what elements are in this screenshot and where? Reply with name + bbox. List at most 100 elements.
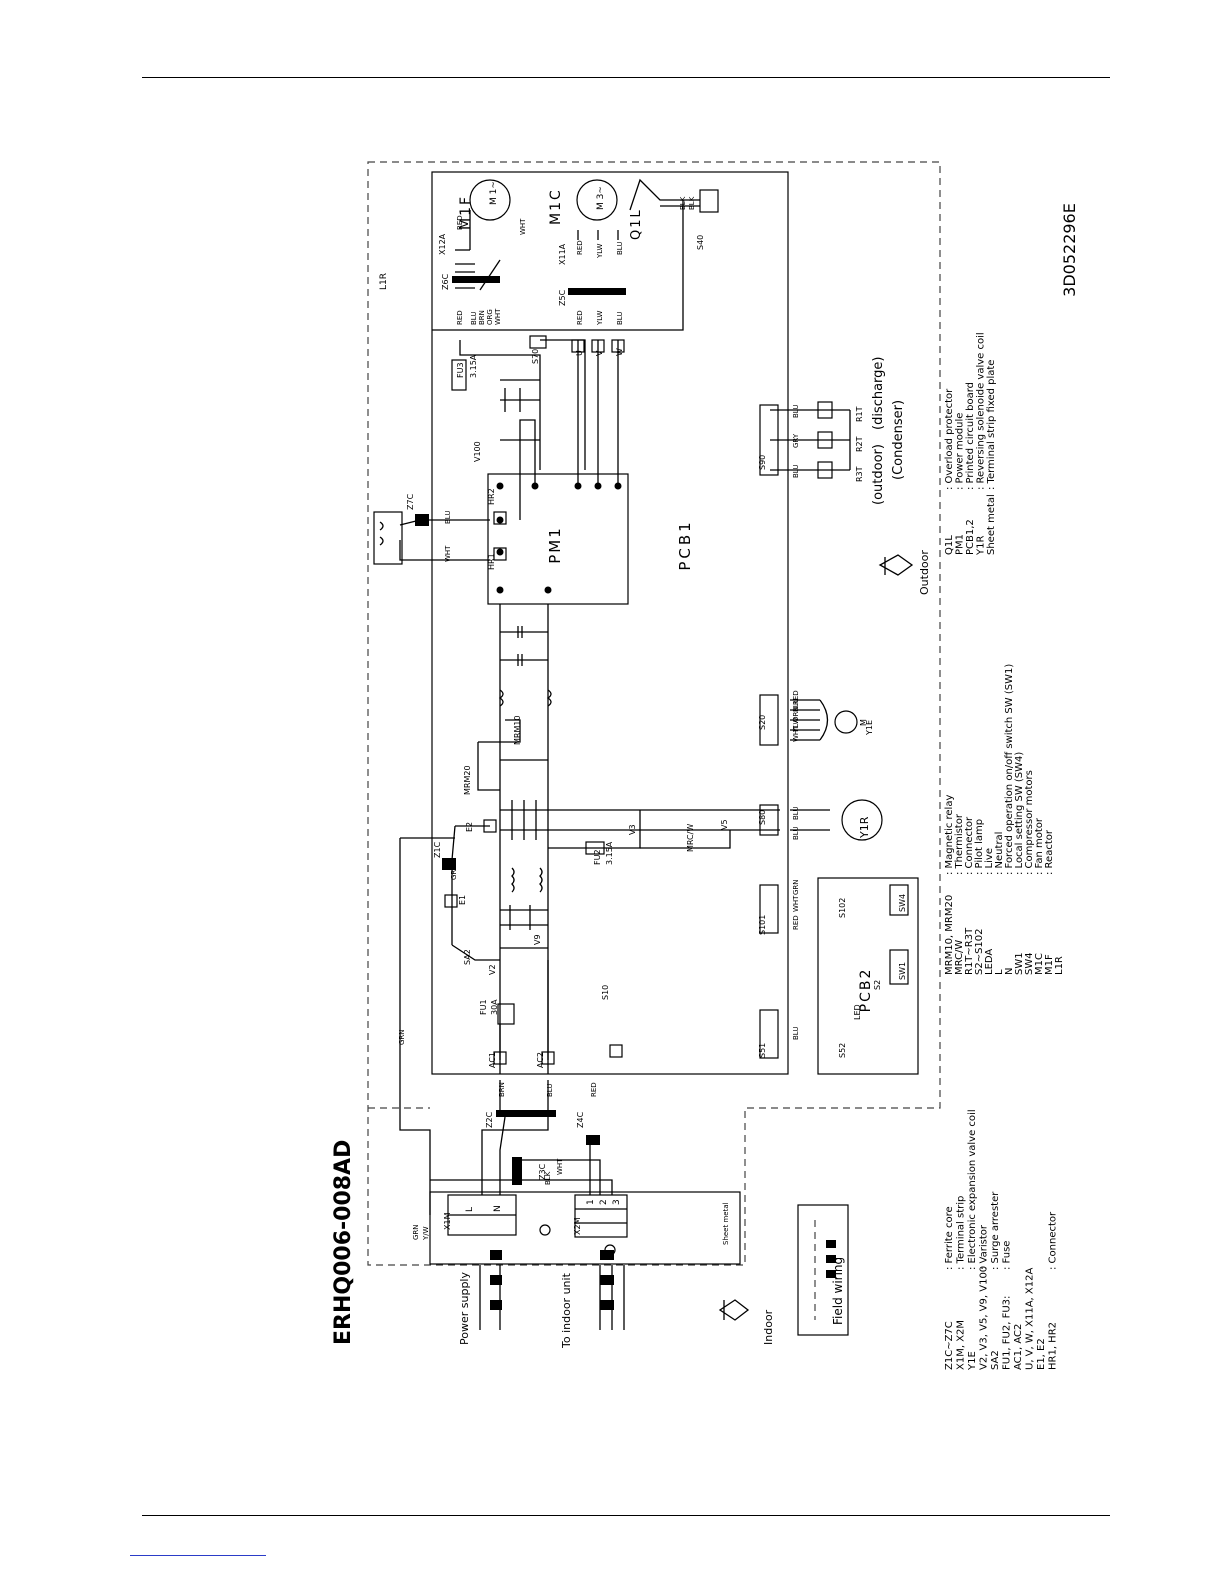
svg-text:SA2: SA2 [463, 949, 472, 965]
legend-code: Z1C~Z7C [944, 1321, 955, 1370]
svg-text:S102: S102 [838, 898, 847, 918]
legend-code: M1C [1034, 953, 1045, 975]
svg-text:AC2: AC2 [536, 1052, 545, 1068]
svg-text:S70: S70 [531, 349, 540, 364]
footer-link-underline[interactable] [130, 1555, 266, 1556]
legend-desc: : Local setting SW (SW4) [1014, 752, 1025, 875]
legend-desc: : Connector [1048, 1211, 1059, 1270]
legend-desc: : Power module [955, 413, 966, 490]
svg-text:SW1: SW1 [898, 962, 907, 980]
legend-code: SA2 [990, 1350, 1001, 1370]
svg-text:X12A: X12A [438, 233, 447, 255]
legend-desc: : Neutral [994, 832, 1005, 875]
svg-text:YLW: YLW [596, 243, 604, 259]
legend-desc: : Connector [964, 816, 975, 875]
legend-code: SW1 [1014, 952, 1025, 975]
svg-text:MRC/W: MRC/W [686, 824, 695, 852]
svg-text:WHT: WHT [792, 725, 800, 742]
svg-text:GRY: GRY [792, 433, 800, 448]
legend-code: U, V, W, X11A, X12A [1025, 1268, 1036, 1370]
svg-text:S2: S2 [873, 980, 882, 990]
svg-text:Z4C: Z4C [576, 1111, 585, 1128]
pcb2-label: PCB2 [858, 968, 874, 1013]
svg-text:To indoor unit: To indoor unit [560, 1272, 573, 1349]
legend-code: Q1L [944, 535, 955, 555]
svg-text:Sheet metal: Sheet metal [722, 1202, 730, 1245]
svg-text:HR1: HR1 [487, 553, 496, 570]
svg-text:(outdoor): (outdoor) [871, 444, 886, 505]
svg-text:Q1L: Q1L [629, 208, 644, 240]
svg-text:ORN: ORN [792, 706, 800, 722]
svg-text:R2T: R2T [855, 436, 864, 452]
svg-text:3: 3 [612, 1199, 622, 1205]
m1f-fan-motor [469, 179, 511, 221]
svg-text:BLU: BLU [792, 807, 800, 820]
legend-desc: : Terminal strip fixed plate [986, 360, 997, 490]
sw4-switch[interactable] [889, 884, 909, 916]
svg-text:S10: S10 [601, 985, 610, 1000]
svg-text:BLK: BLK [544, 1171, 552, 1185]
legend-desc: : Live [984, 848, 995, 875]
svg-text:S52: S52 [838, 1043, 847, 1058]
svg-text:BLU: BLU [616, 312, 624, 325]
svg-text:WHT: WHT [519, 218, 527, 235]
connectors [444, 189, 779, 1065]
pm1-pins [496, 482, 622, 594]
sw1-switch[interactable] [889, 949, 909, 985]
svg-text:SW4: SW4 [898, 894, 907, 912]
svg-text:RED: RED [792, 690, 800, 705]
svg-text:FU1: FU1 [479, 999, 488, 1015]
pcb1-label: PCB1 [676, 519, 694, 570]
svg-text:RED: RED [590, 1082, 598, 1097]
svg-text:RED: RED [576, 310, 584, 325]
svg-text:V5: V5 [720, 819, 729, 830]
svg-text:BLK: BLK [688, 196, 696, 210]
svg-text:M 1~: M 1~ [489, 181, 499, 205]
l1r-reactor [373, 511, 403, 565]
legend-code: MRC/W [954, 940, 965, 975]
svg-text:S80: S80 [758, 810, 767, 825]
drawing-number: 3D052296E [1060, 203, 1079, 297]
svg-text:X11A: X11A [558, 243, 567, 265]
sheet-metal-plate [429, 1191, 741, 1265]
svg-text:V: V [595, 350, 604, 356]
field-wiring-legend-box [797, 1204, 849, 1336]
y1e-valve-coil [834, 710, 858, 734]
footer-rule [142, 1515, 1110, 1516]
svg-text:RED: RED [792, 915, 800, 930]
legend-desc: : Compressor motors [1024, 770, 1035, 875]
svg-text:GRN: GRN [450, 864, 458, 880]
svg-text:U: U [575, 350, 584, 356]
legend-code: E1, E2 [1036, 1338, 1047, 1370]
legend-code: FU1, FU2, FU3: [1002, 1296, 1013, 1370]
svg-text:L: L [465, 1207, 475, 1212]
svg-text:2: 2 [599, 1199, 609, 1205]
svg-text:YLW: YLW [792, 717, 800, 733]
svg-text:Indoor: Indoor [762, 1309, 775, 1345]
svg-text:M 3~: M 3~ [596, 186, 606, 210]
svg-text:Z3C: Z3C [538, 1163, 547, 1180]
svg-text:(discharge): (discharge) [871, 357, 886, 431]
svg-text:RED: RED [576, 240, 584, 255]
svg-text:FU2: FU2 [593, 849, 602, 865]
legend-code: AC1, AC2 [1013, 1324, 1024, 1370]
pm1-label: PM1 [546, 526, 564, 564]
svg-text:MRM20: MRM20 [463, 765, 472, 795]
svg-text:R1T: R1T [855, 406, 864, 422]
legend-desc: : Fan motor [1034, 817, 1045, 875]
svg-text:M1F: M1F [458, 195, 474, 230]
svg-text:M: M [859, 719, 868, 726]
svg-text:BRN: BRN [478, 310, 486, 325]
indoor-house-icon [718, 1299, 750, 1321]
legend-code: R1T~R3T [964, 927, 975, 975]
legend-desc: : Fuse [1002, 1241, 1013, 1270]
legend-code: MRM10, MRM20 [944, 895, 955, 975]
svg-text:GRN: GRN [792, 879, 800, 895]
outdoor-unit-outline [367, 161, 941, 1266]
legend-desc: : Varistor [979, 1224, 990, 1270]
legend-code: Y1E [967, 1351, 978, 1371]
svg-text:3.15A: 3.15A [469, 354, 478, 378]
legend-code: L1R [1054, 956, 1065, 975]
svg-text:YLW: YLW [596, 310, 604, 326]
svg-text:HR2: HR2 [487, 488, 496, 505]
